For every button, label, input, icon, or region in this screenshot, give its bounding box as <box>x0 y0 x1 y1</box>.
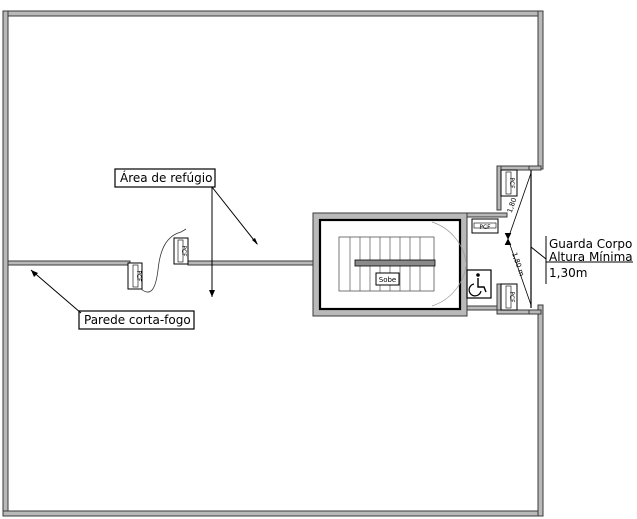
stair-door-swing-bottom <box>431 265 467 307</box>
door-tag-stair: PCF <box>479 224 491 231</box>
dimension-lines <box>504 170 532 308</box>
dimension-bottom-label: 1,80 m <box>510 251 526 277</box>
door-tag-left-tilted: PCF <box>180 245 187 257</box>
guardrail-line3: 1,30m <box>549 266 587 280</box>
stair-up-label: Sobe <box>379 276 396 284</box>
stair-handrail <box>354 259 436 267</box>
refuge-area-label: Área de refúgio <box>120 170 212 185</box>
refuge-area-callout: Área de refúgio <box>114 168 258 297</box>
left-door-vertical: PCF <box>127 262 143 290</box>
stair-up-box <box>375 272 400 286</box>
guardrail-line1: Guarda Corpo <box>549 237 632 251</box>
guardrail-line2: Altura Mínima <box>549 250 633 264</box>
door-tag-left-vertical: PCF <box>135 270 142 282</box>
stair-core: Sobe <box>312 212 508 317</box>
left-door-tilted: PCF <box>173 237 189 265</box>
outer-walls <box>2 10 544 517</box>
door-tag-right-bottom: PCF <box>508 291 515 303</box>
wheelchair-icon <box>466 269 492 299</box>
stair-door-swing-top <box>431 221 467 263</box>
right-door-top: PCF <box>500 169 518 197</box>
right-door-bottom: PCF <box>500 283 518 311</box>
door-tag-right-top: PCF <box>508 177 515 189</box>
firewall-wall <box>7 260 315 266</box>
firewall-label: Parede corta-fogo <box>84 313 191 327</box>
stair-door: PCF <box>471 218 499 234</box>
dimension-top-label: 1,80 <box>506 197 519 214</box>
firewall-callout: Parede corta-fogo <box>30 269 195 330</box>
guardrail-callout: Guarda Corpo Altura Mínima 1,30m <box>530 236 633 284</box>
left-door-swing <box>140 228 187 293</box>
